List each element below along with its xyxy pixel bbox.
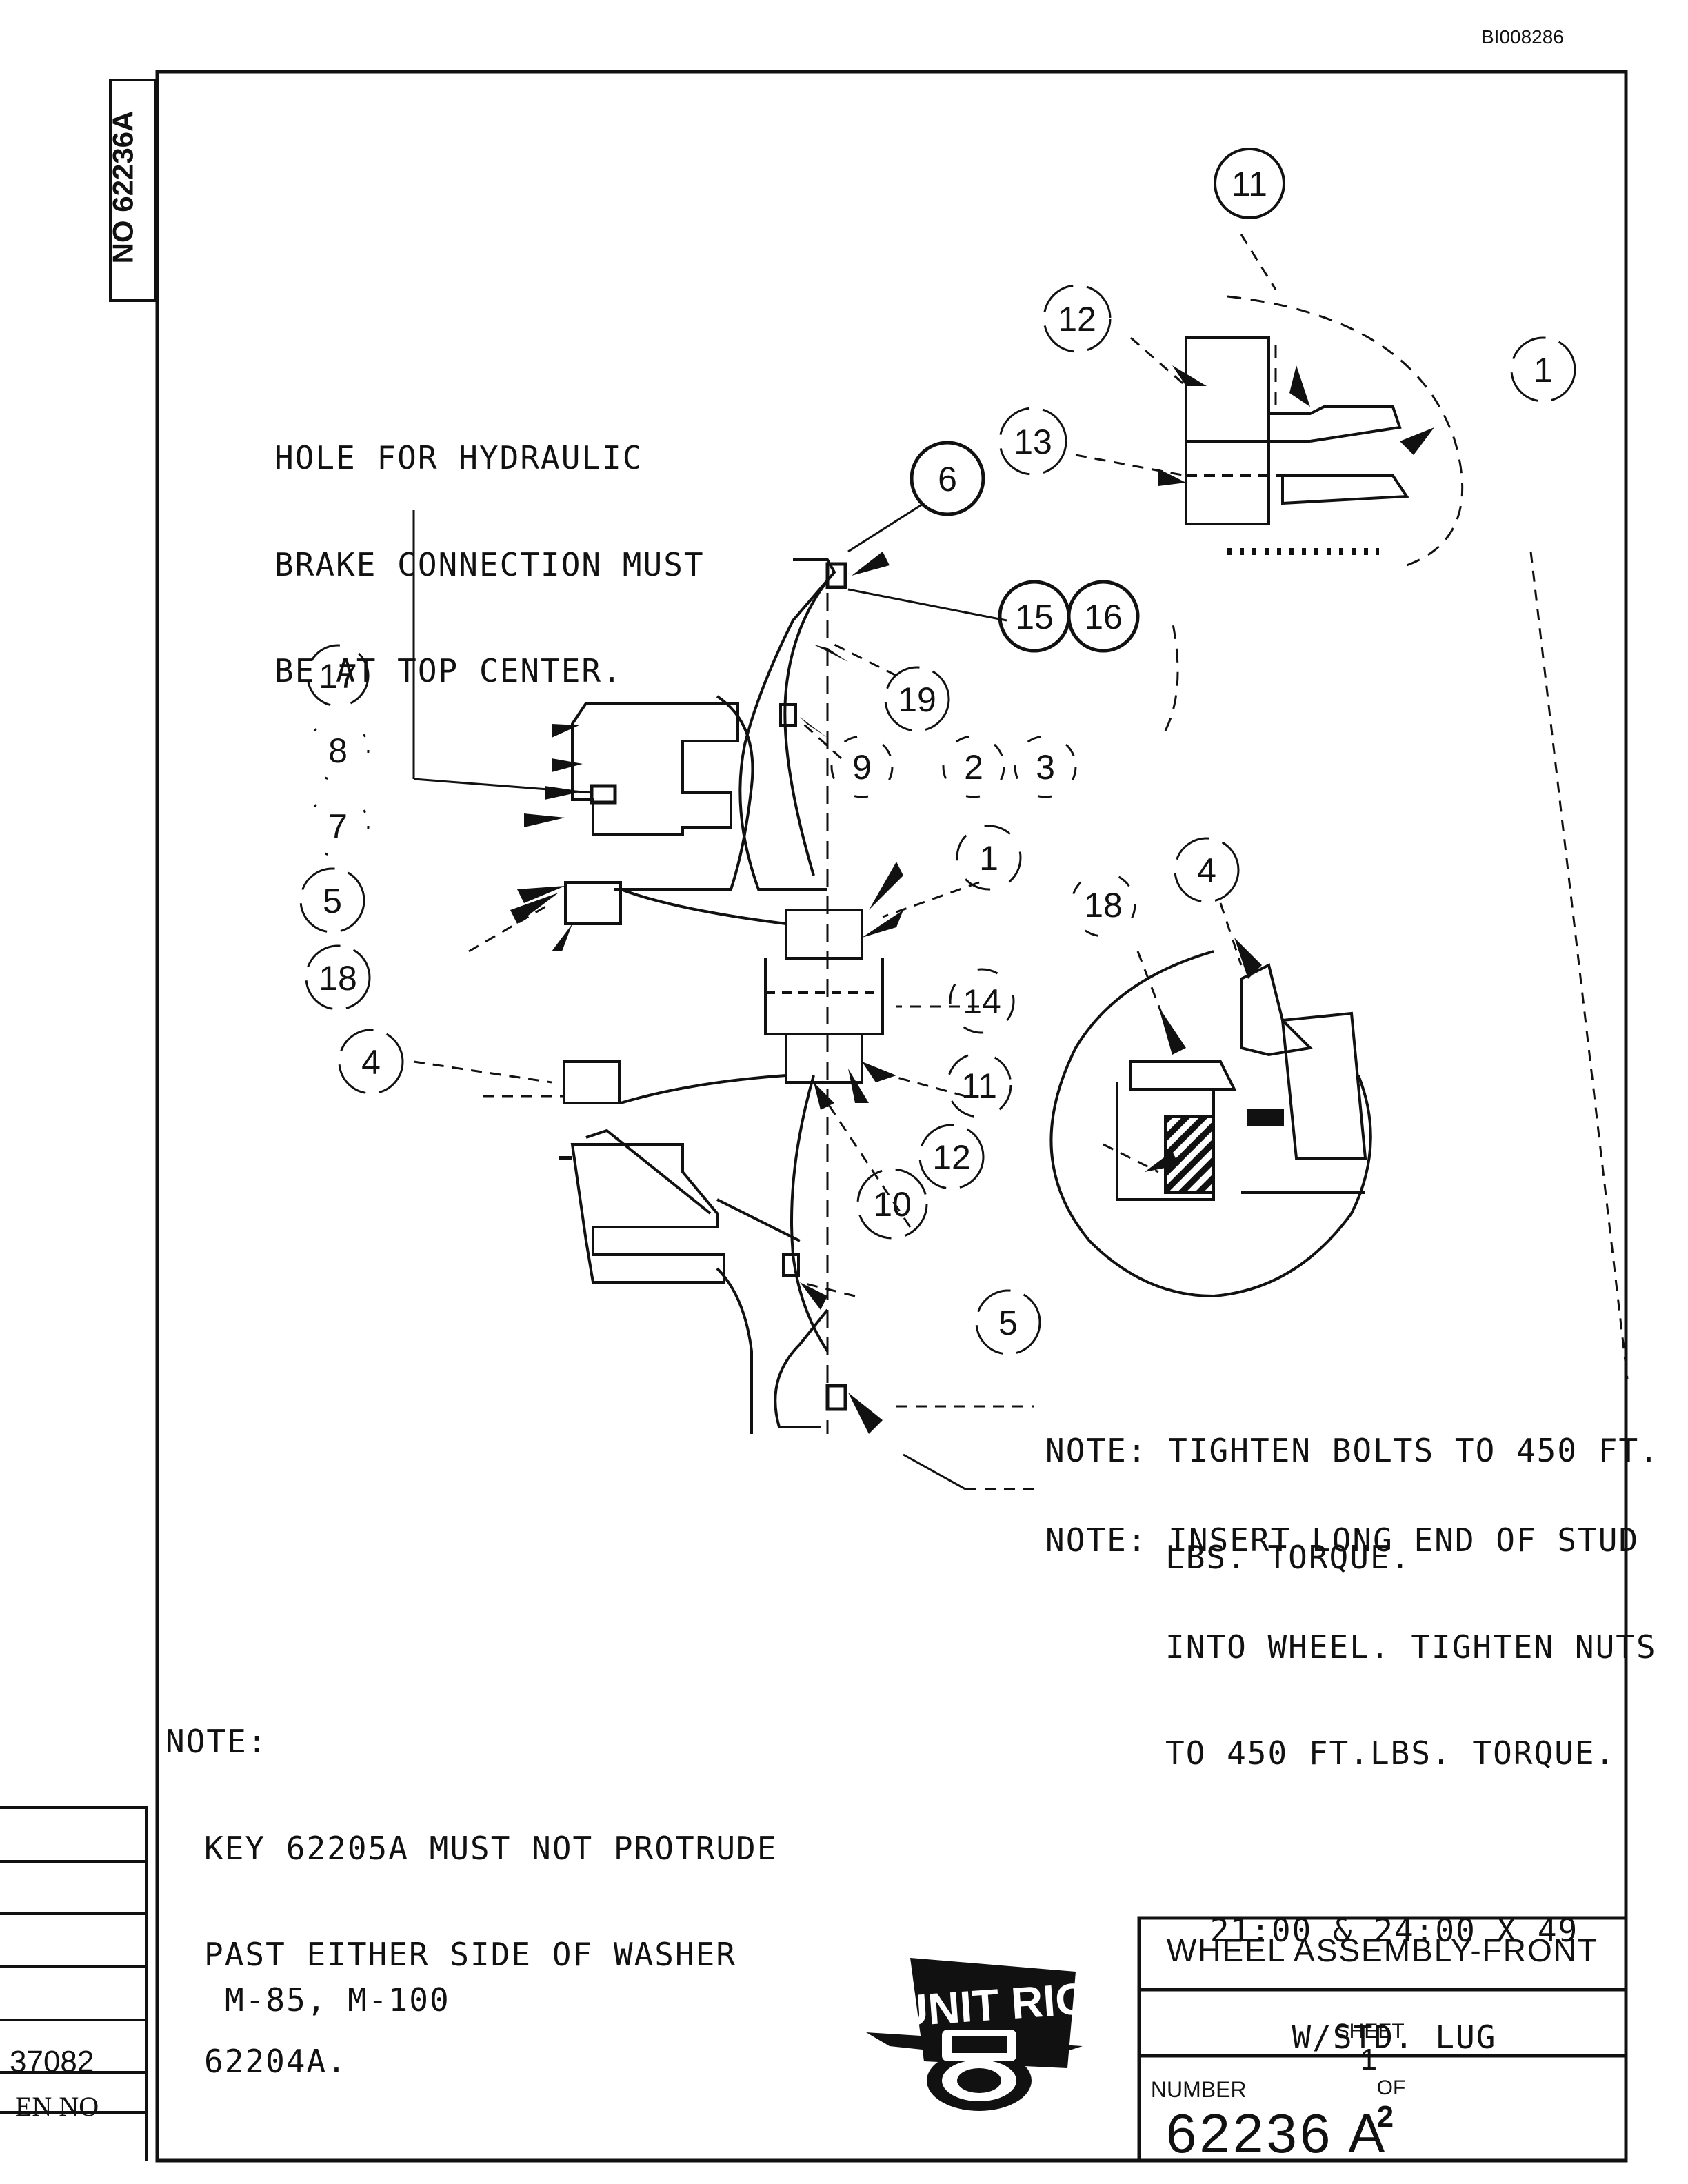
callout-13: 13 [998, 407, 1067, 476]
model-numbers: M-85, M-100 [225, 1981, 450, 2019]
drawing-number: NUMBER 62236 A [1145, 2065, 1388, 2164]
detail-view-lower [1049, 950, 1372, 1298]
note-line: KEY 62205A MUST NOT PROTRUDE [204, 1829, 778, 1867]
callout-label: 17 [319, 657, 357, 696]
callout-label: 12 [1058, 300, 1096, 338]
callout-12b: 12 [918, 1124, 985, 1190]
callout-4a: 4 [338, 1029, 404, 1095]
callout-3: 3 [1014, 735, 1077, 798]
callout-18a: 18 [305, 944, 371, 1011]
studs-note: NOTE: INSERT LONG END OF STUD INTO WHEEL… [1045, 1452, 1657, 1807]
note-line: BRAKE CONNECTION MUST [274, 545, 705, 583]
callout-label: 1 [979, 839, 998, 878]
title-block [1137, 1916, 1628, 2163]
callout-label: 11 [1232, 165, 1267, 203]
hydraulic-note: HOLE FOR HYDRAULIC BRAKE CONNECTION MUST… [274, 370, 705, 725]
callout-label: 11 [961, 1066, 997, 1105]
arrowheads [510, 365, 1434, 1434]
callout-5a: 5 [299, 867, 365, 933]
callout-label: 3 [1036, 748, 1055, 787]
callout-label: 5 [998, 1304, 1018, 1342]
unit-rig-logo: UNIT RIG [866, 1958, 1091, 2111]
note-line: HOLE FOR HYDRAULIC [274, 439, 643, 477]
callout-8: 8 [306, 718, 370, 782]
callout-label: 15 [1015, 598, 1054, 636]
callout-16: 16 [1067, 580, 1140, 653]
number-label: NUMBER [1150, 2076, 1247, 2102]
side-drawing-number: NO 62236A [106, 110, 139, 264]
callout-1a: 1 [1510, 336, 1576, 403]
callout-18b: 18 [1070, 871, 1136, 938]
callout-label: 4 [361, 1043, 381, 1082]
document-id: BI008286 [1481, 26, 1564, 48]
key-note: NOTE: KEY 62205A MUST NOT PROTRUDE PAST … [165, 1653, 777, 2115]
of-label: OF [1376, 2076, 1406, 2100]
callout-label: 12 [932, 1138, 971, 1177]
revision-label: EN NO [15, 2091, 99, 2122]
note-line: PAST EITHER SIDE OF WASHER [204, 1936, 737, 1974]
note-line: NOTE: [165, 1723, 268, 1761]
callout-label: 18 [1084, 886, 1123, 924]
revision-number: 37082 [10, 2045, 94, 2079]
note-line: LBS. TORQUE. [1165, 1538, 1411, 1576]
callout-label: 19 [898, 680, 936, 719]
callout-label: 16 [1084, 598, 1123, 636]
tire-size: 21:00 & 24:00 X 49 W/STD. LUG [1208, 1842, 1580, 2091]
callout-5b: 5 [975, 1289, 1041, 1355]
callout-label: 4 [1197, 851, 1216, 890]
callout-15: 15 [998, 580, 1071, 653]
note-line: 62204A. [204, 2042, 348, 2080]
callout-label: 10 [873, 1185, 912, 1224]
note-line: INTO WHEEL. TIGHTEN NUTS [1165, 1628, 1657, 1666]
callout-label: 18 [319, 959, 357, 998]
callout-7: 7 [306, 794, 370, 858]
callout-label: 13 [1014, 423, 1052, 461]
callout-11a: 11 [1214, 148, 1285, 219]
note-line: BE AT TOP CENTER. [274, 652, 623, 690]
callout-14: 14 [949, 968, 1015, 1034]
sheet-info: SHEET 1 OF 2 [1324, 1996, 1406, 2134]
callout-1b: 1 [956, 825, 1022, 891]
sheet-label: SHEET [1335, 2019, 1405, 2043]
number-value: 62236 A [1165, 2102, 1388, 2164]
callout-10: 10 [856, 1168, 928, 1240]
callout-label: 6 [938, 460, 957, 498]
callout-11b: 11 [946, 1052, 1012, 1118]
note-line: TO 450 FT.LBS. TORQUE. [1165, 1735, 1616, 1772]
callouts: 11 12 1 13 6 15 16 19 17 8 9 2 3 7 1 5 1… [299, 148, 1576, 1355]
tire-size-line: W/STD. LUG [1292, 2018, 1497, 2056]
callout-9: 9 [830, 735, 894, 798]
callout-label: 14 [963, 982, 1001, 1021]
bolts-note: NOTE: TIGHTEN BOLTS TO 450 FT. LBS. TORQ… [1045, 1362, 1660, 1611]
note-line: NOTE: INSERT LONG END OF STUD [1045, 1521, 1640, 1559]
revision-grid [0, 1806, 148, 2161]
callout-19: 19 [884, 666, 950, 732]
callout-label: 5 [323, 882, 342, 920]
callout-12a: 12 [1043, 284, 1112, 353]
wheel-rim-assembly [559, 558, 884, 1434]
drawing-border [109, 70, 1628, 2163]
detail-view-upper [1164, 295, 1464, 731]
callout-label: 8 [328, 731, 348, 770]
callout-label: 2 [964, 748, 983, 787]
sheet-total: 2 [1376, 2100, 1394, 2134]
callout-17: 17 [306, 644, 370, 707]
drawing-title: WHEEL ASSEMBLY-FRONT [1166, 1932, 1599, 1968]
callout-6: 6 [910, 441, 985, 516]
tire-size-line: 21:00 & 24:00 X 49 [1209, 1912, 1579, 1950]
callout-label: 1 [1534, 351, 1553, 390]
callout-4b: 4 [1174, 837, 1240, 903]
sheet-number: 1 [1360, 2043, 1378, 2077]
callout-label: 9 [852, 748, 872, 787]
callout-2: 2 [942, 735, 1005, 798]
callout-label: 7 [328, 807, 348, 846]
note-line: NOTE: TIGHTEN BOLTS TO 450 FT. [1045, 1432, 1660, 1470]
